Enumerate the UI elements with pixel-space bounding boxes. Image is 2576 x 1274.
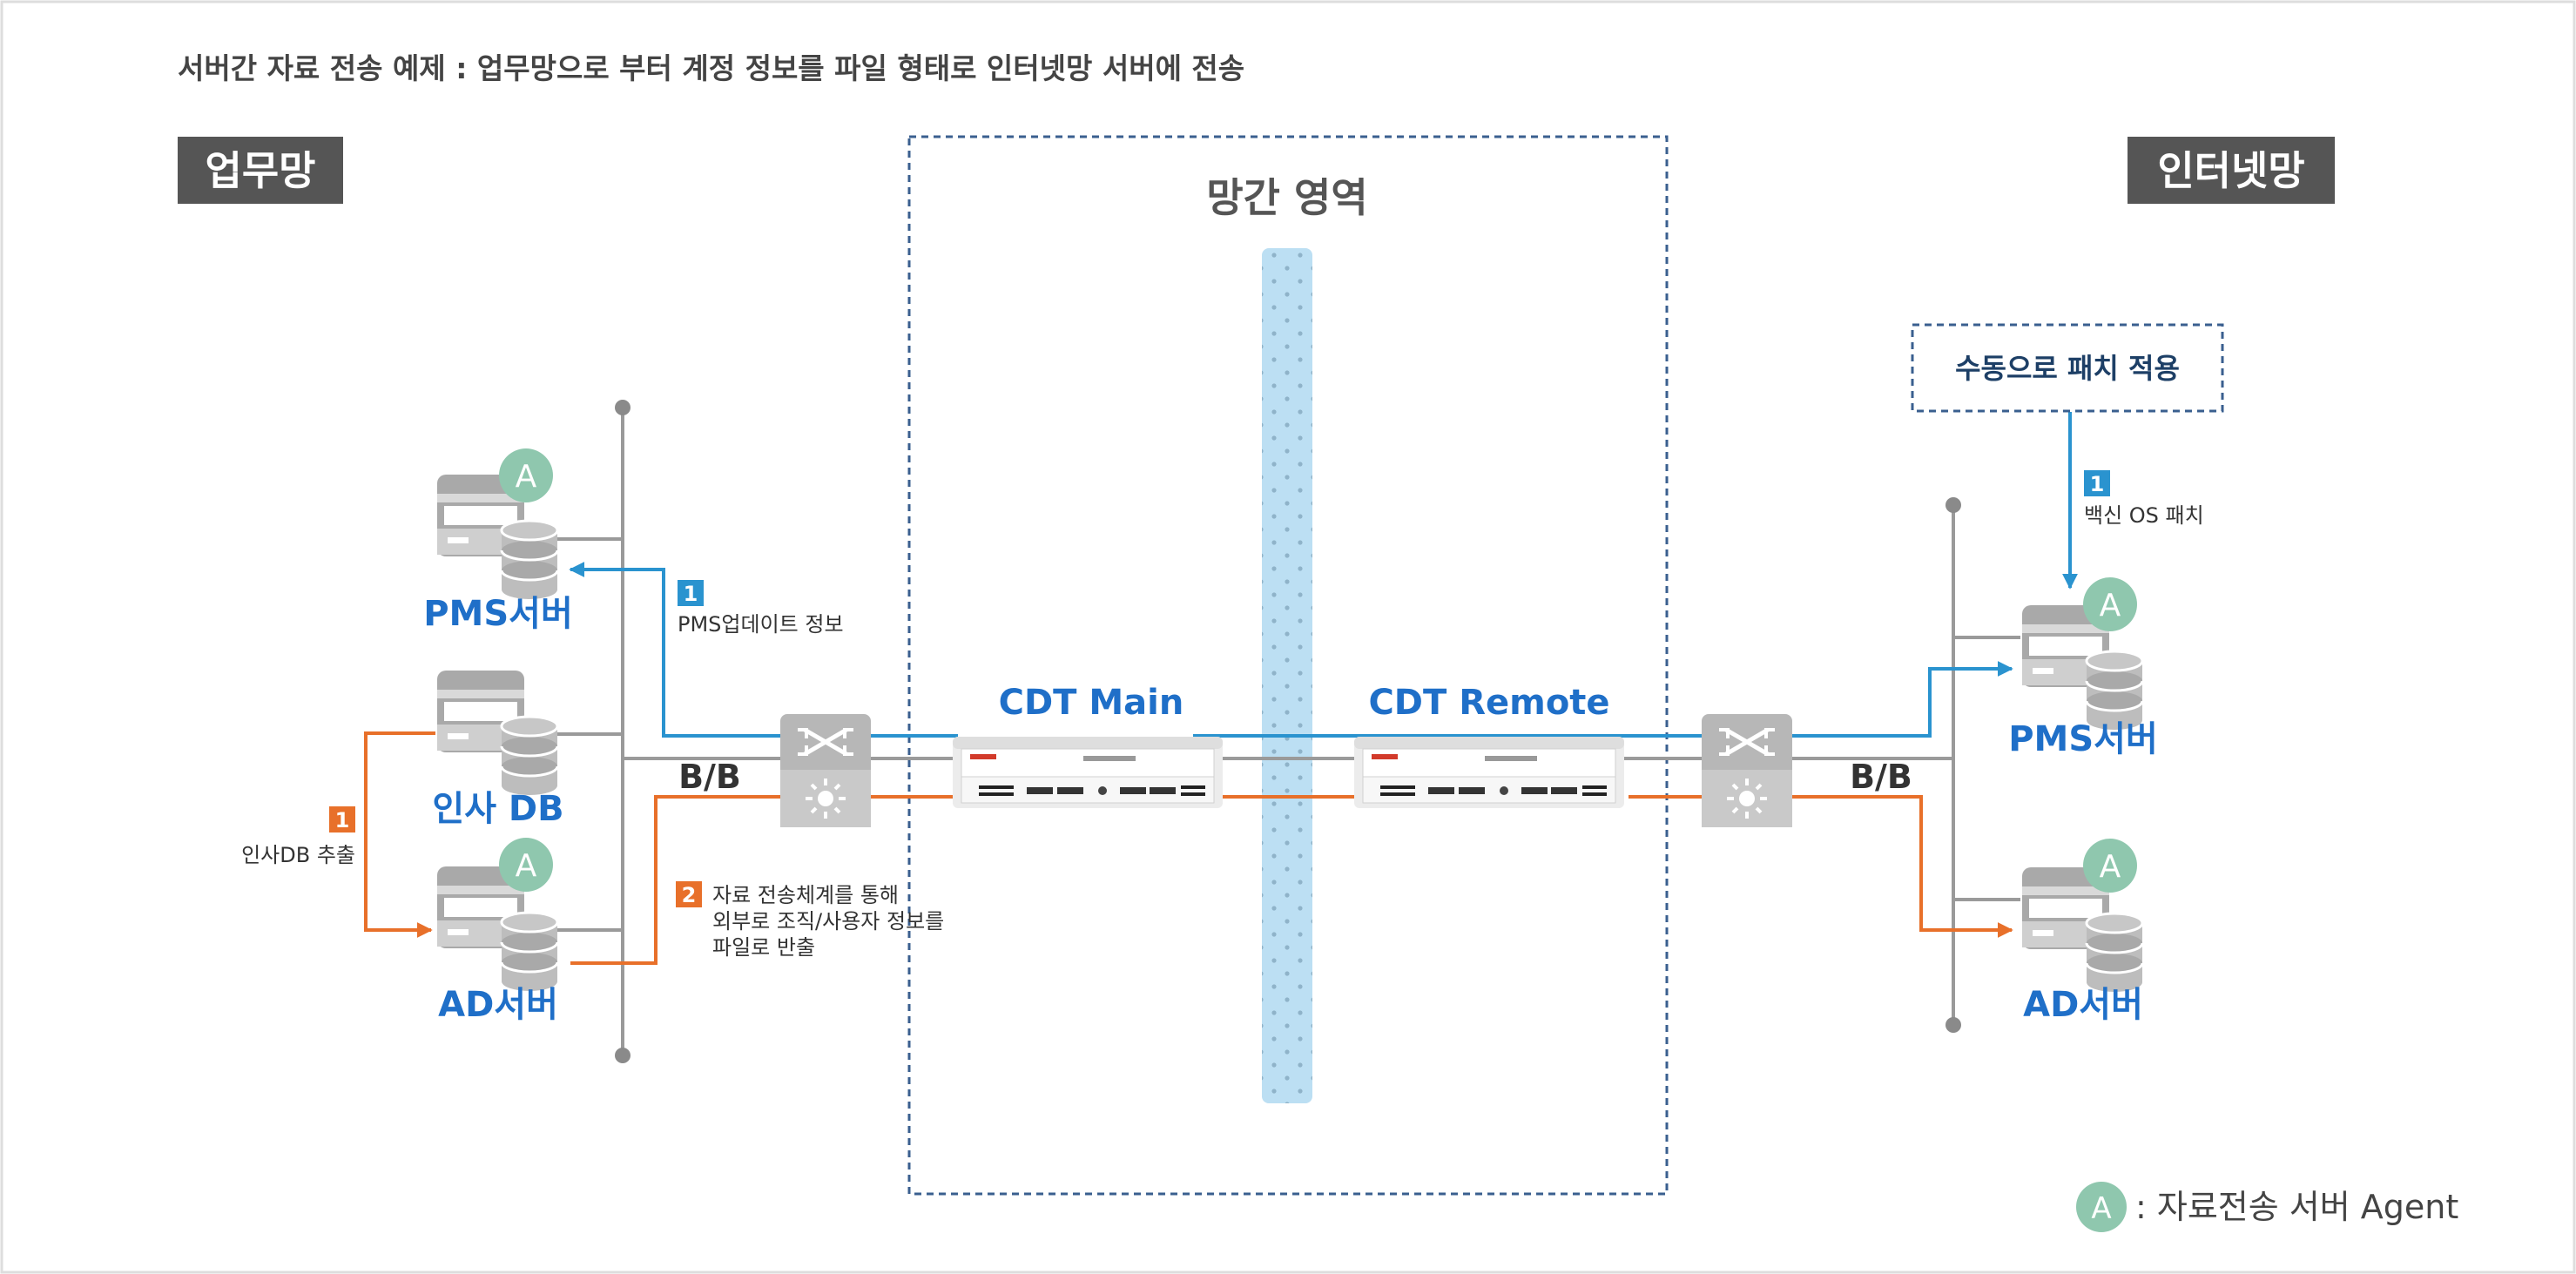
zone-badge-right	[2128, 137, 2335, 204]
cdt-remote-label: CDT Remote	[1368, 683, 1609, 723]
diagram-title: 서버간 자료 전송 예제 : 업무망으로 부터 계정 정보를 파일 형태로 인터…	[178, 51, 1244, 85]
export-path-right	[1790, 795, 2013, 938]
left-hr-db-icon	[435, 669, 559, 797]
hr-extract-path	[364, 731, 435, 938]
agent-badge-icon	[2083, 577, 2137, 631]
step-number: 2	[682, 883, 697, 907]
cdt-remote-appliance	[1353, 736, 1625, 809]
right-ad-server-label: AD서버	[2023, 985, 2143, 1025]
step-text-vaccine: 백신 OS 패치	[2084, 503, 2204, 528]
bb-label-left: B/B	[678, 758, 741, 796]
step-number: 1	[335, 808, 350, 832]
zone-badge-left	[178, 137, 343, 204]
cdt-main-label: CDT Main	[999, 683, 1184, 723]
left-switch-icon	[780, 714, 871, 827]
step-text-hr-extract: 인사DB 추출	[241, 843, 355, 867]
step-text-export-line2: 외부로 조직/사용자 정보를	[712, 909, 944, 934]
right-pms-server-label: PMS서버	[2008, 719, 2158, 759]
left-pms-server-label: PMS서버	[423, 594, 573, 634]
step-text-pms-update: PMS업데이트 정보	[678, 612, 844, 637]
step-number: 1	[684, 582, 698, 606]
agent-badge-letter: A	[516, 459, 537, 495]
legend-agent-icon	[2076, 1182, 2127, 1232]
right-switch-icon	[1702, 714, 1792, 827]
manual-patch-box	[1911, 323, 2224, 413]
agent-badge-letter: A	[516, 848, 537, 884]
zone-label-right: 인터넷망	[2157, 147, 2304, 194]
zone-label-middle: 망간 영역	[1206, 174, 1367, 221]
legend-text: : 자료전송 서버 Agent	[2135, 1188, 2458, 1226]
legend-agent-letter: A	[2091, 1191, 2111, 1226]
agent-badge-icon	[499, 448, 553, 502]
manual-patch-label: 수동으로 패치 적용	[1955, 352, 2180, 385]
left-hr-db-label: 인사 DB	[432, 789, 563, 829]
pms-update-path-right	[1193, 661, 2013, 738]
agent-badge-letter: A	[2100, 588, 2121, 624]
step-text-export-line1: 자료 전송체계를 통해	[712, 883, 899, 907]
step-text-export-line3: 파일로 반출	[712, 935, 815, 960]
step-number: 1	[2090, 472, 2105, 496]
agent-badge-letter: A	[2100, 849, 2121, 885]
step-badge-orange	[676, 881, 702, 907]
intermediate-zone-box	[907, 135, 1669, 1196]
pms-update-path-left	[569, 562, 958, 738]
zone-label-left: 업무망	[206, 147, 316, 194]
step-badge-blue	[2084, 470, 2110, 496]
bb-label-right: B/B	[1850, 758, 1912, 796]
cdt-main-appliance	[952, 736, 1224, 809]
step-badge-orange	[329, 806, 355, 832]
step-badge-blue	[678, 580, 704, 606]
left-ad-server-label: AD서버	[438, 985, 558, 1025]
agent-badge-icon	[2083, 839, 2137, 893]
agent-badge-icon	[499, 838, 553, 892]
